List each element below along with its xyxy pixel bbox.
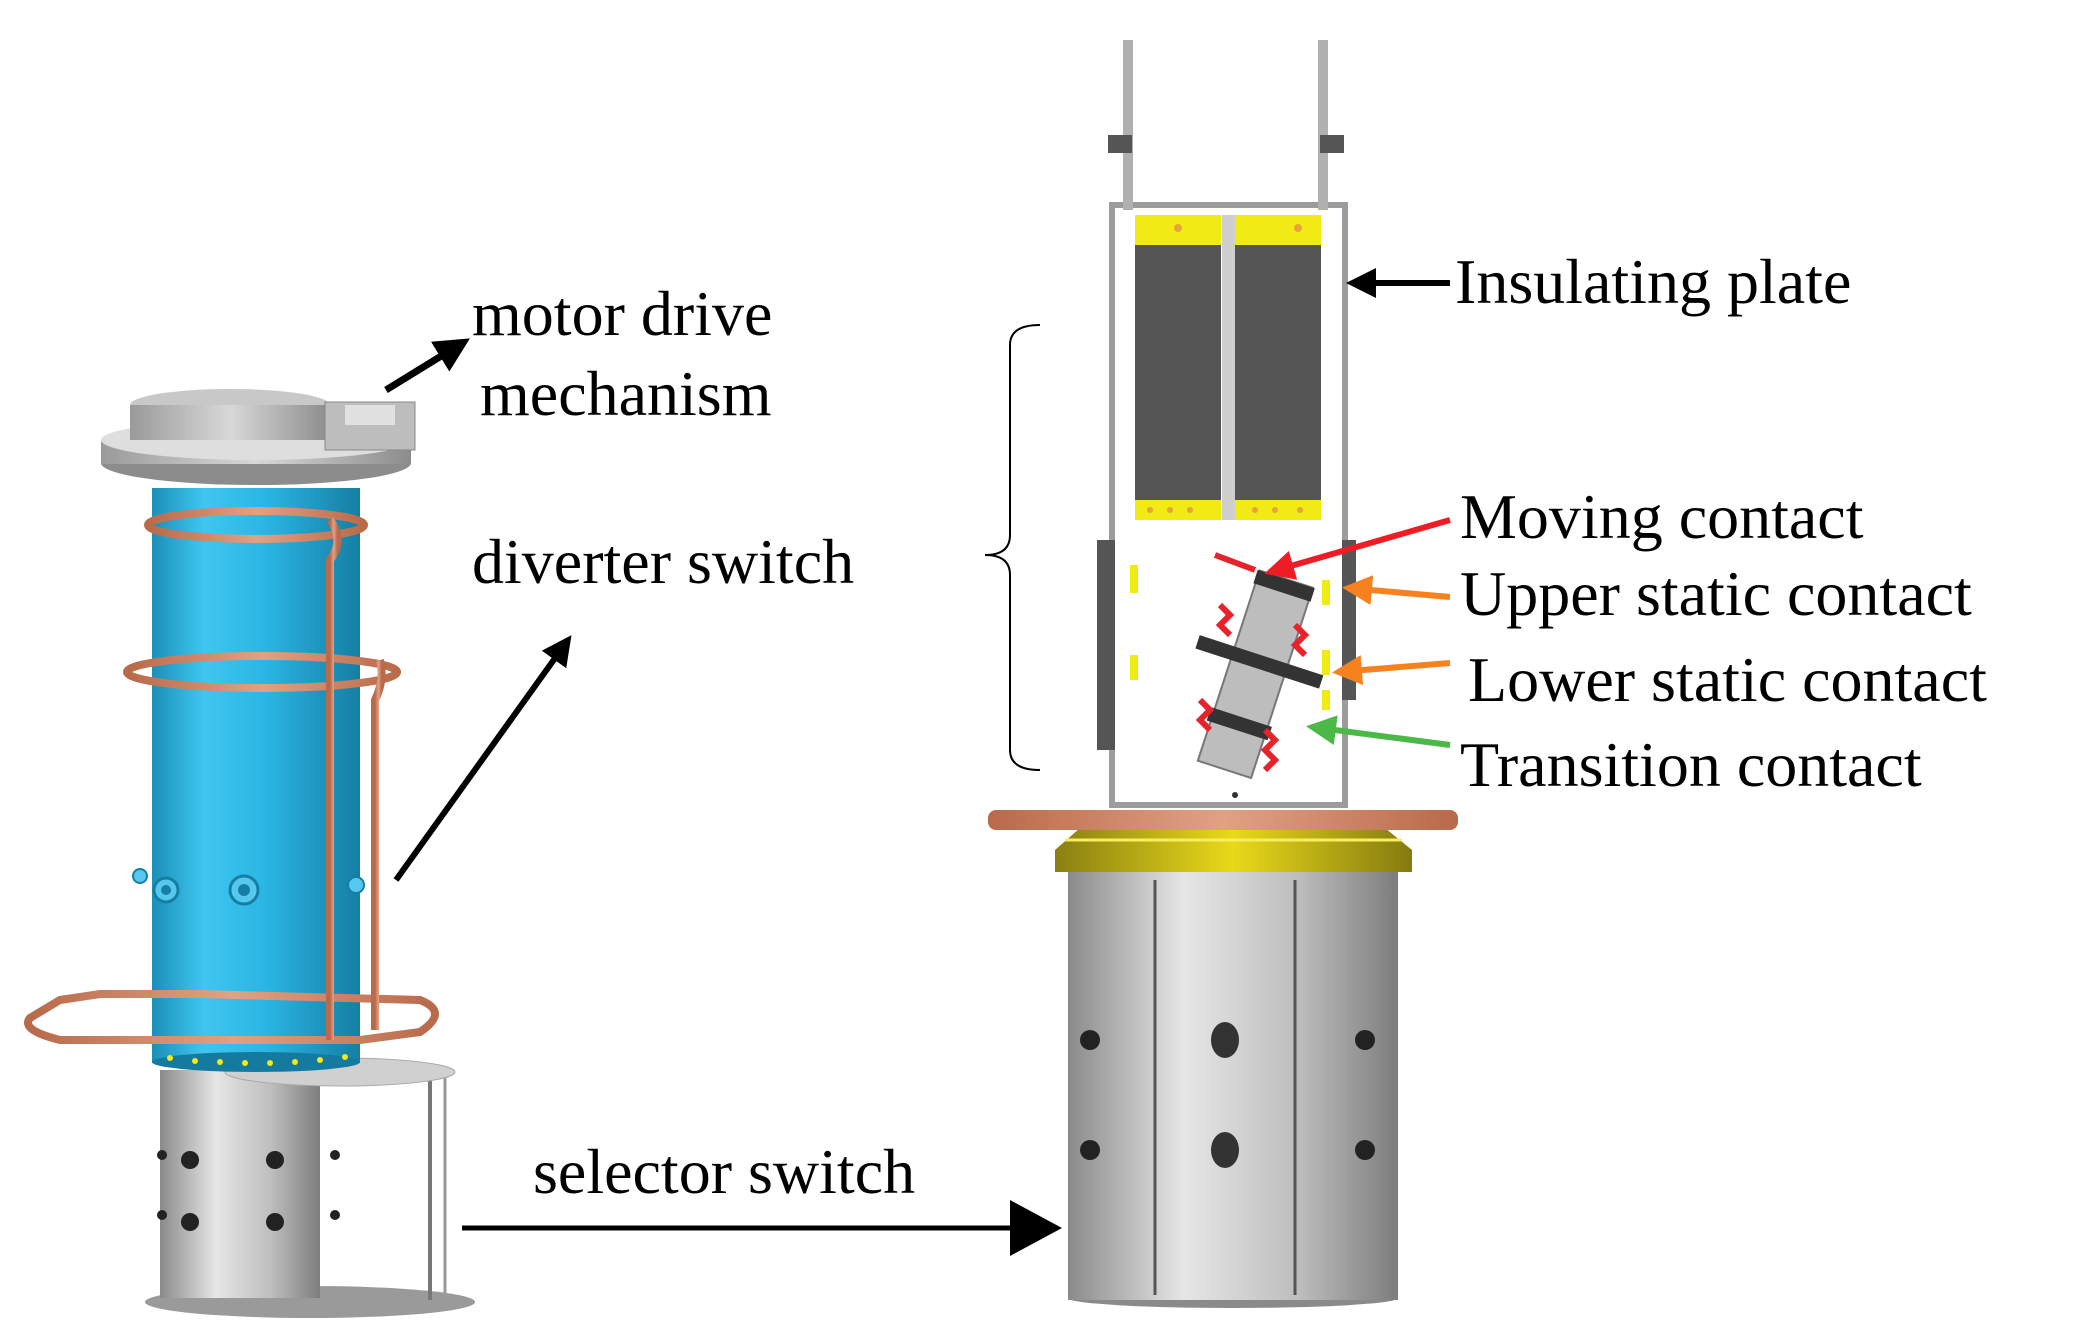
diverter-cylinder-bottom xyxy=(152,1052,360,1072)
side-contact-left xyxy=(1097,540,1115,750)
arrow-to-upper-static-contact xyxy=(1342,575,1451,606)
label-transition-contact: Transition contact xyxy=(1460,729,1922,800)
left-bottom-dots xyxy=(167,1054,348,1066)
right-selector-terminals xyxy=(1080,1022,1375,1168)
motor-drive-box-top xyxy=(345,405,395,425)
arrow-to-lower-static-contact xyxy=(1332,655,1451,686)
left-selector-cylinder xyxy=(160,1070,320,1298)
insulating-plates xyxy=(1135,215,1321,520)
label-upper-static-contact: Upper static contact xyxy=(1460,558,1972,629)
base-pin xyxy=(1232,792,1238,798)
right-copper-flange xyxy=(988,810,1458,830)
left-tap-changer-model xyxy=(24,389,475,1318)
side-contact-right xyxy=(1342,540,1356,700)
right-selector-cylinder xyxy=(1068,870,1398,1300)
label-selector-switch: selector switch xyxy=(533,1136,916,1207)
left-selector-holes xyxy=(157,1150,340,1231)
arrow-to-motor-drive xyxy=(384,338,470,393)
diverter-brace xyxy=(984,324,1041,771)
label-lower-static-contact: Lower static contact xyxy=(1468,644,1987,715)
frame-rod-right xyxy=(1318,40,1328,210)
arrow-to-moving-contact xyxy=(1264,517,1451,580)
label-diverter-switch: diverter switch xyxy=(472,526,855,597)
yellow-static-contacts xyxy=(1130,565,1330,710)
label-moving-contact: Moving contact xyxy=(1460,481,1864,552)
red-contact-springs xyxy=(1195,552,1310,773)
right-yellow-collar xyxy=(1055,828,1412,872)
rod-bolt-right xyxy=(1320,135,1344,153)
label-motor-drive-line1: motor drive xyxy=(472,278,773,349)
motor-drive-dome xyxy=(130,405,330,440)
diverter-cylinder xyxy=(152,488,360,1063)
label-motor-drive-line2: mechanism xyxy=(480,358,772,429)
arrow-to-transition-contact xyxy=(1306,715,1451,748)
arrow-to-selector-switch-head xyxy=(1010,1200,1062,1256)
right-tap-changer-section xyxy=(988,40,1458,1308)
label-insulating-plate: Insulating plate xyxy=(1455,246,1852,317)
frame-rod-left xyxy=(1123,40,1133,210)
copper-leads xyxy=(24,507,439,1044)
rod-bolt-left xyxy=(1108,135,1132,153)
diverter-bolts xyxy=(132,868,365,906)
arrow-to-diverter-switch xyxy=(393,635,572,882)
